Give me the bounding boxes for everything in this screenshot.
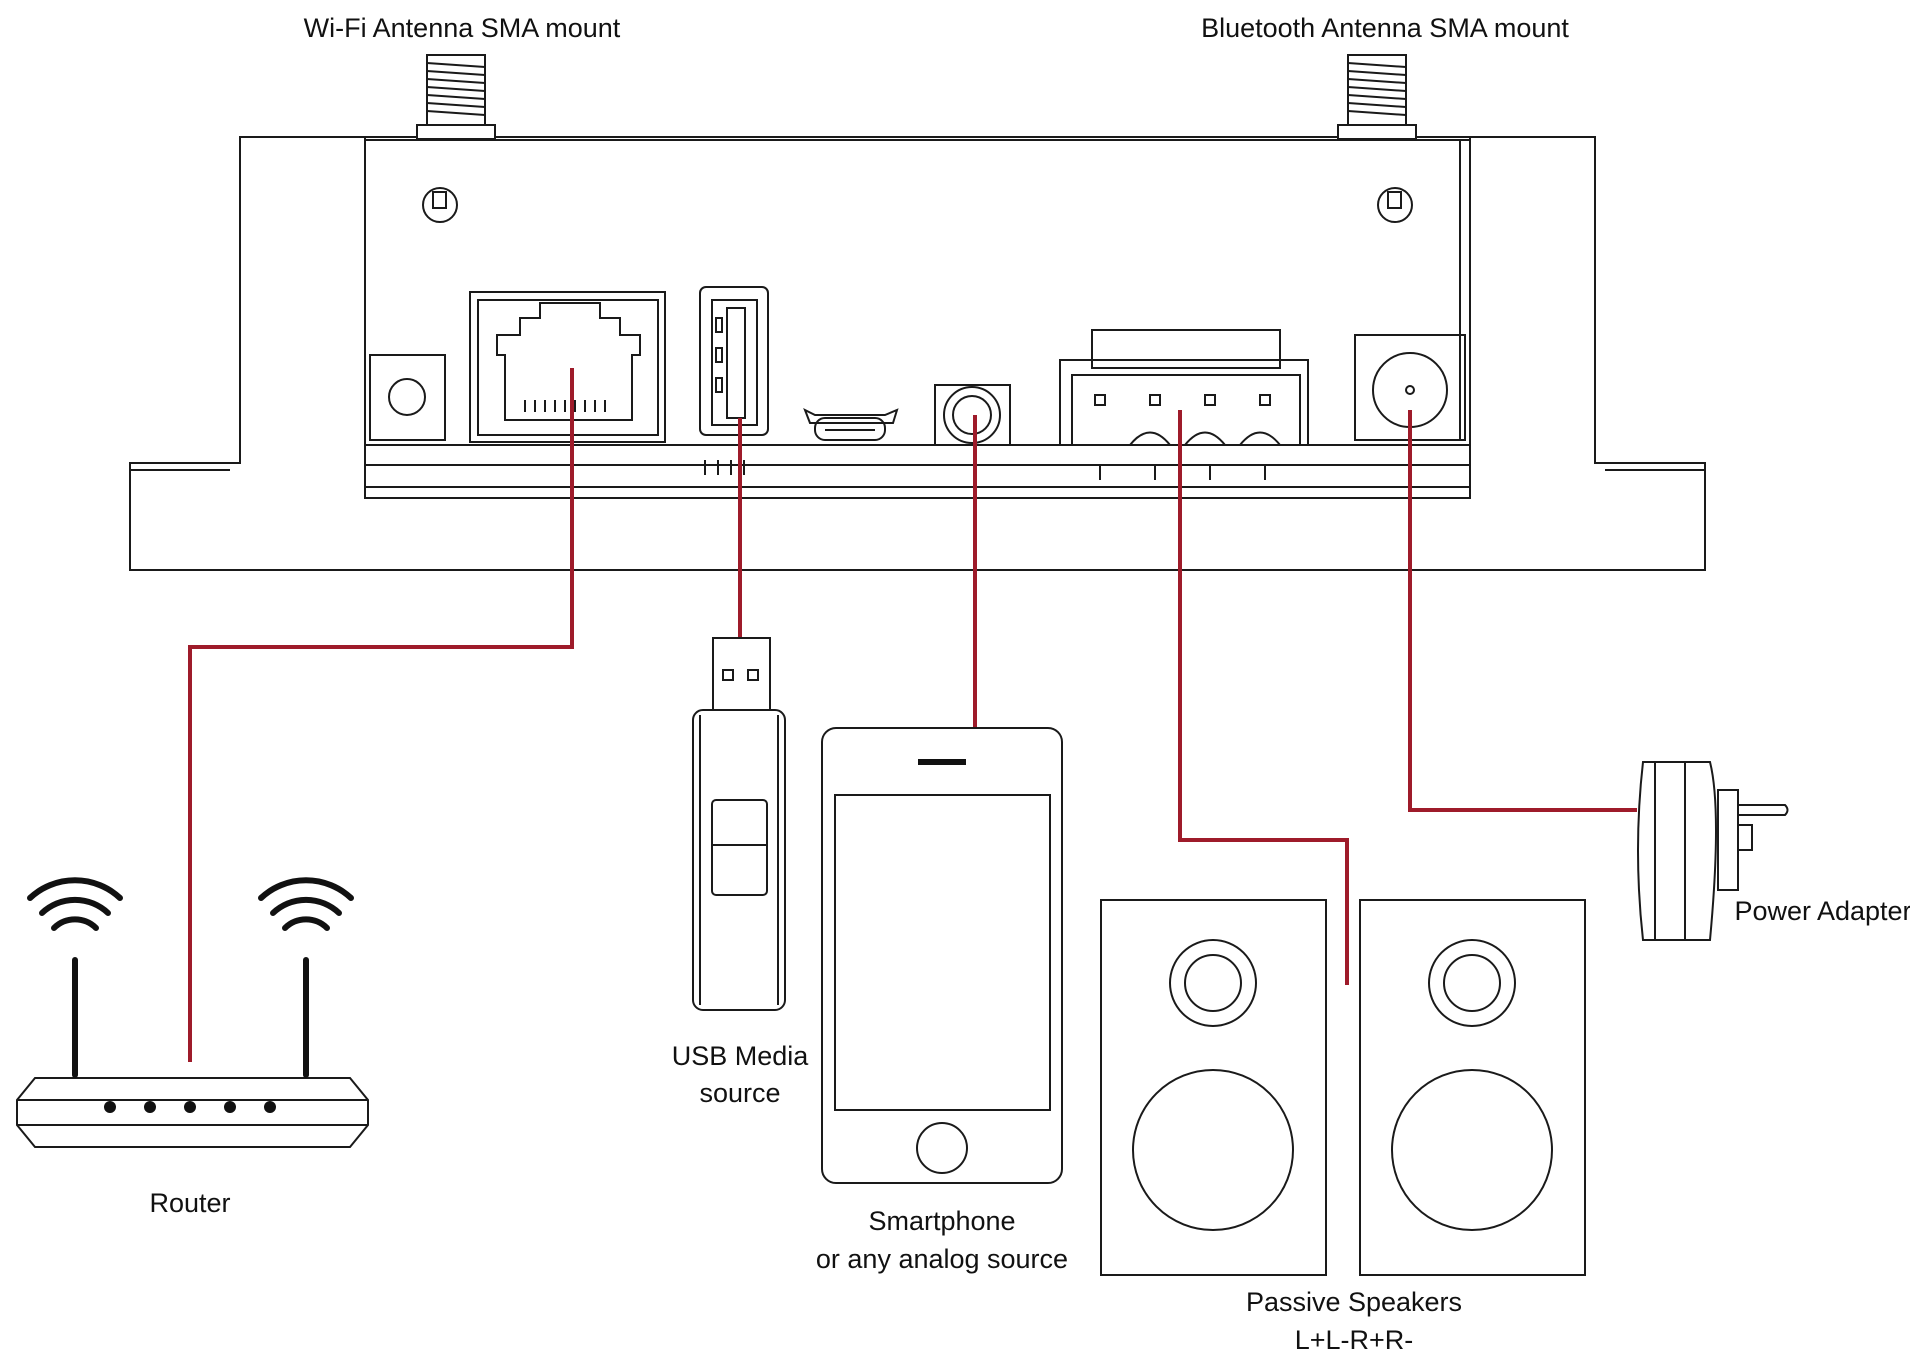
speaker-left-icon bbox=[1100, 899, 1327, 1276]
usb-label-line2: source bbox=[699, 1078, 780, 1108]
router-icon bbox=[16, 877, 369, 1148]
phone-icon bbox=[821, 727, 1063, 1184]
wifi-antenna-label: Wi-Fi Antenna SMA mount bbox=[304, 13, 621, 43]
bt-antenna-mount-icon bbox=[1337, 54, 1417, 140]
micro-usb-port-icon bbox=[803, 407, 899, 441]
router-label: Router bbox=[149, 1188, 230, 1218]
wifi-icon bbox=[258, 877, 354, 931]
speaker-cable bbox=[1178, 410, 1349, 985]
usb-stick-icon bbox=[692, 637, 786, 1011]
wifi-antenna-mount-icon bbox=[416, 54, 496, 140]
ethernet-cable bbox=[188, 368, 574, 1062]
power-adapter-label: Power Adapter bbox=[1734, 896, 1910, 926]
usb-port-icon bbox=[699, 286, 769, 475]
screw-left-icon bbox=[422, 187, 458, 223]
usb-label-line1: USB Media bbox=[672, 1041, 810, 1071]
cables bbox=[188, 368, 1637, 1062]
speakers-label-line2: L+L-R+R- bbox=[1295, 1325, 1414, 1355]
phone-label-line2: or any analog source bbox=[816, 1244, 1068, 1274]
ethernet-port-icon bbox=[469, 291, 666, 443]
wifi-icon bbox=[27, 877, 123, 931]
phone-label-line1: Smartphone bbox=[868, 1206, 1015, 1236]
device-enclosure bbox=[129, 136, 1706, 571]
bt-antenna-label: Bluetooth Antenna SMA mount bbox=[1201, 13, 1569, 43]
speaker-right-icon bbox=[1359, 899, 1586, 1276]
speakers-label-line1: Passive Speakers bbox=[1246, 1287, 1462, 1317]
speaker-terminal-icon bbox=[1059, 329, 1309, 480]
power-plug-icon bbox=[1637, 761, 1789, 941]
audio-jack-port-icon bbox=[934, 384, 1011, 446]
screw-right-icon bbox=[1377, 187, 1413, 223]
reset-button-icon bbox=[388, 378, 426, 416]
power-cable bbox=[1408, 410, 1637, 812]
